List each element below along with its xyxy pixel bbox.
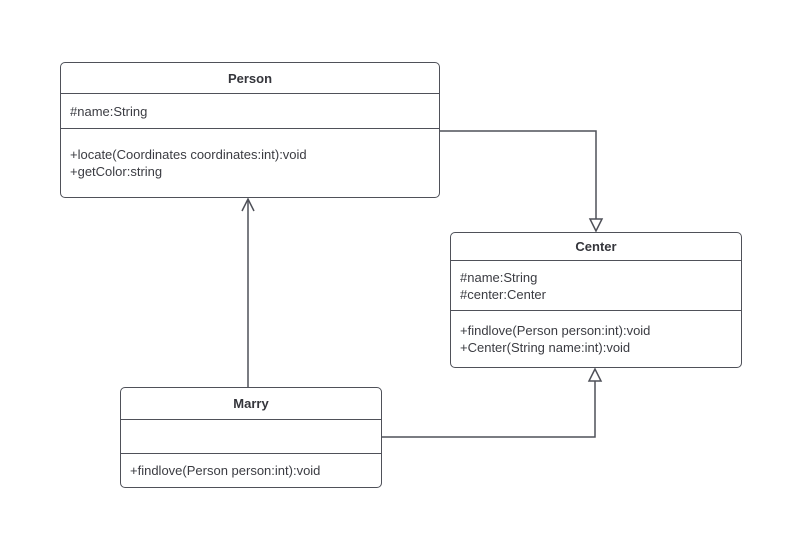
association-arrow-marry-to-person[interactable] — [241, 197, 255, 387]
method-line: +getColor:string — [70, 163, 163, 179]
class-box-marry[interactable]: Marry +findlove(Person person:int):void — [120, 387, 382, 488]
method-line: +locate(Coordinates coordinates:int):voi… — [70, 146, 307, 162]
attributes-section-marry — [121, 419, 381, 453]
attribute-line: #name:String — [70, 103, 148, 119]
class-name-marry: Marry — [233, 396, 269, 411]
class-name-center: Center — [575, 239, 617, 254]
class-box-person[interactable]: Person #name:String +locate(Coordinates … — [60, 62, 440, 198]
methods-section-person: +locate(Coordinates coordinates:int):voi… — [61, 128, 439, 196]
methods-section-center: +findlove(Person person:int):void +Cente… — [451, 310, 741, 366]
method-line: +Center(String name:int):void — [460, 339, 631, 355]
generalization-arrow-person-to-center[interactable] — [440, 130, 604, 233]
attributes-section-center: #name:String #center:Center — [451, 260, 741, 310]
class-name-person: Person — [227, 70, 273, 86]
generalization-arrow-marry-to-center[interactable] — [382, 367, 603, 438]
method-line: +findlove(Person person:int):void — [460, 322, 651, 338]
attributes-section-person: #name:String — [61, 93, 439, 128]
attribute-line: #name:String — [460, 269, 538, 285]
class-box-center[interactable]: Center #name:String #center:Center +find… — [450, 232, 742, 368]
attribute-line: #center:Center — [460, 286, 546, 302]
methods-section-marry: +findlove(Person person:int):void — [121, 453, 381, 486]
method-line: +findlove(Person person:int):void — [130, 462, 321, 478]
